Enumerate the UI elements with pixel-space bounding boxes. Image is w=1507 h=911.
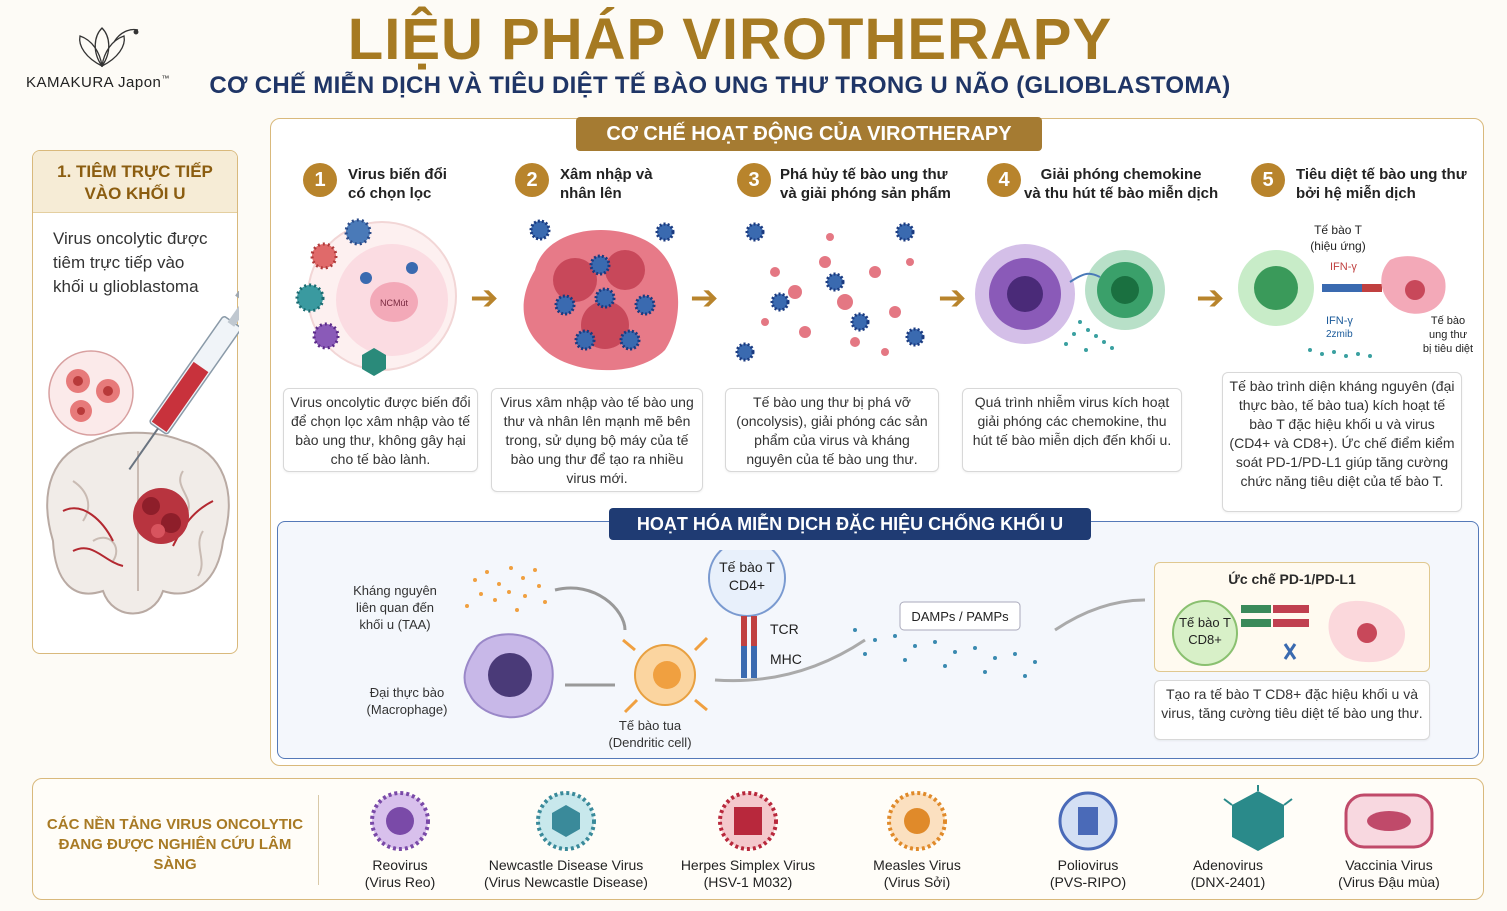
newcastle-virus-icon — [536, 791, 596, 851]
step-3-description: Tế bào ung thư bị phá vỡ (oncolysis), gi… — [725, 388, 939, 472]
macrophage-icon — [463, 633, 554, 719]
cd4-label-2: CD4+ — [729, 577, 765, 593]
step-1-number: 1 — [303, 163, 337, 197]
dendritic-cell-label: Tế bào tua(Dendritic cell) — [608, 718, 692, 750]
platform-virus-icons — [370, 785, 1434, 851]
adenovirus-icon — [1223, 785, 1293, 851]
brand-logo: KAMAKURA Japon™ — [22, 22, 192, 102]
immune-activation-diagram: Tế bào T CD4+ TCR MHC DAMPs / PAMPs — [463, 550, 1146, 719]
dendritic-cell-icon — [622, 636, 709, 714]
vaccinia-virus-icon — [1344, 793, 1434, 849]
ifn-sublabel: 2zmib — [1326, 329, 1353, 340]
effector-tcell-label: Tế bào T — [1314, 223, 1362, 237]
virus-icon — [295, 218, 418, 376]
poliovirus-icon — [1058, 791, 1118, 851]
virus-label-measles: Measles Virus(Virus Sởi) — [873, 857, 961, 890]
macrophage-label: Đại thực bào(Macrophage) — [366, 685, 448, 717]
step-3-number: 3 — [737, 163, 771, 197]
step-1-description: Virus oncolytic được biến đổi để chọn lọ… — [283, 388, 478, 472]
step-5-illustration: Tế bào T (hiệu ứng) IFN-γ IFN-γ 2zmib Tế… — [1238, 223, 1473, 358]
killed-cell-label-2: ung thư — [1429, 329, 1468, 341]
step-2-description: Virus xâm nhập vào tế bào ung thư và nhâ… — [491, 388, 703, 492]
killed-cell-label-1: Tế bào — [1431, 315, 1465, 327]
immune-banner: HOẠT HÓA MIỄN DỊCH ĐẶC HIỆU CHỐNG KHỐI U — [609, 508, 1091, 540]
pd1-box: Ức chế PD-1/PD-L1 Tế bào T CD8+ — [1154, 562, 1430, 672]
mhc-label: MHC — [770, 651, 802, 667]
brand-name: KAMAKURA Japon™ — [26, 74, 170, 91]
page-subtitle: CƠ CHẾ MIỄN DỊCH VÀ TIÊU DIỆT TẾ BÀO UNG… — [209, 72, 1231, 99]
brain-injection-illustration — [46, 291, 239, 615]
step-1-illustration: NCMút — [295, 218, 457, 376]
lotus-logo-icon — [79, 27, 139, 68]
step-2-illustration — [523, 219, 679, 371]
pd1-diagram: Tế bào T CD8+ — [1172, 600, 1405, 666]
injection-panel: 1. TIÊM TRỰC TIẾP VÀO KHỐI U Virus oncol… — [32, 150, 239, 654]
cd8-label-2: CD8+ — [1188, 632, 1222, 647]
syringe-icon — [128, 291, 239, 470]
cell-nucleus-label: NCMút — [380, 298, 409, 308]
injection-title-line1: 1. TIÊM TRỰC TIẾP — [57, 162, 213, 181]
step-arrow-3: ➔ — [938, 279, 967, 317]
pd1-result-description: Tạo ra tế bào T CD8+ đặc hiệu khối u và … — [1154, 680, 1430, 740]
virus-label-adeno: Adenovirus(DNX-2401) — [1190, 857, 1266, 890]
ifn-label-2: IFN-γ — [1326, 315, 1353, 327]
injection-panel-header: 1. TIÊM TRỰC TIẾP VÀO KHỐI U — [33, 151, 237, 213]
mechanism-banner: CƠ CHẾ HOẠT ĐỘNG CỦA VIROTHERAPY — [576, 117, 1042, 151]
cd4-label-1: Tế bào T — [719, 559, 775, 575]
step-arrow-1: ➔ — [470, 279, 499, 317]
pd1-title: Ức chế PD-1/PD-L1 — [1228, 571, 1356, 587]
virus-label-newcastle: Newcastle Disease Virus(Virus Newcastle … — [484, 857, 648, 890]
tcr-label: TCR — [770, 621, 799, 637]
step-4-illustration — [975, 244, 1165, 352]
cd8-label-1: Tế bào T — [1179, 615, 1231, 630]
tumor-zoom-circle — [48, 350, 134, 436]
page-title: LIỆU PHÁP VIROTHERAPY — [347, 7, 1113, 72]
step-3-illustration — [735, 222, 925, 362]
step-4-number: 4 — [987, 163, 1021, 197]
damps-particles — [853, 628, 1037, 678]
step-5-number: 5 — [1251, 163, 1285, 197]
injection-title-line2: VÀO KHỐI U — [84, 184, 186, 203]
step-arrow-4: ➔ — [1196, 279, 1225, 317]
injection-description: Virus oncolytic được tiêm trực tiếp vào … — [53, 229, 208, 296]
virus-label-vaccinia: Vaccinia Virus(Virus Đậu mùa) — [1338, 857, 1440, 890]
step-arrow-2: ➔ — [690, 279, 719, 317]
taa-particles — [465, 566, 547, 612]
brain-icon — [46, 431, 230, 615]
virus-label-polio: Poliovirus(PVS-RIPO) — [1049, 857, 1127, 890]
damps-label: DAMPs / PAMPs — [911, 609, 1009, 624]
platforms-divider — [318, 795, 319, 885]
reovirus-icon — [370, 791, 430, 851]
effector-tcell-sublabel: (hiệu ứng) — [1310, 239, 1365, 253]
platforms-title: CÁC NỀN TẢNG VIRUS ONCOLYTIC ĐANG ĐƯỢC N… — [46, 816, 304, 873]
herpes-virus-icon — [718, 791, 778, 851]
measles-virus-icon — [887, 791, 947, 851]
ifn-label-1: IFN-γ — [1330, 261, 1357, 273]
killed-cell-label-3: bị tiêu diệt — [1423, 343, 1473, 355]
virus-label-reovirus: Reovirus(Virus Reo) — [364, 857, 436, 890]
step-5-description: Tế bào trình diện kháng nguyên (đại thực… — [1222, 372, 1462, 512]
step-4-description: Quá trình nhiễm virus kích hoạt giải phó… — [962, 388, 1182, 472]
virus-label-herpes: Herpes Simplex Virus(HSV-1 M032) — [680, 857, 816, 890]
step-2-number: 2 — [515, 163, 549, 197]
